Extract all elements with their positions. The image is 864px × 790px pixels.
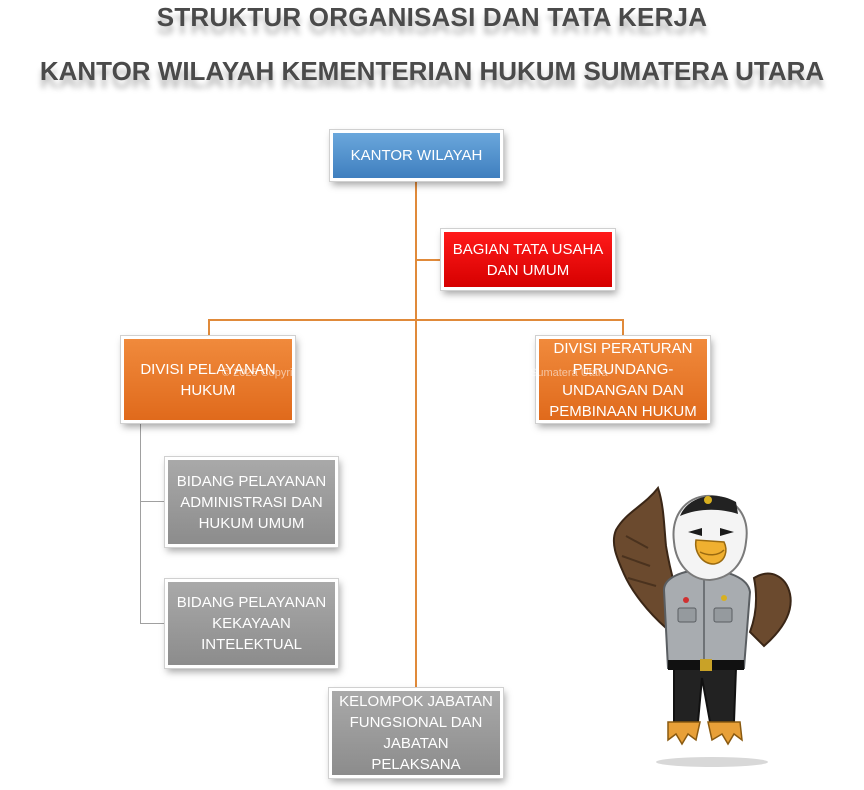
connector-to-bidang-administrasi [140,501,166,502]
box-kantor-wilayah: KANTOR WILAYAH [330,130,503,181]
connector-bidang-vertical [140,423,141,624]
diagram-title: STRUKTUR ORGANISASI DAN TATA KERJA [156,2,708,32]
connector-divisi-horizontal [208,319,624,321]
connector-to-divisi-peraturan [622,319,624,337]
box-bagian-tata-usaha: BAGIAN TATA USAHA DAN UMUM [441,229,615,290]
connector-to-bagian [416,259,442,261]
diagram-subtitle: KANTOR WILAYAH KEMENTERIAN HUKUM SUMATER… [39,56,825,86]
box-divisi-peraturan: DIVISI PERATURAN PERUNDANG-UNDANGAN DAN … [536,336,710,423]
box-bidang-kekayaan: BIDANG PELAYANAN KEKAYAAN INTELEKTUAL [165,579,338,668]
connector-main-vertical [415,180,417,688]
box-kelompok-jabatan: KELOMPOK JABATAN FUNGSIONAL DAN JABATAN … [329,688,503,778]
box-divisi-pelayanan-hukum: DIVISI PELAYANAN HUKUM [121,336,295,423]
connector-to-divisi-pelayanan [208,319,210,337]
connector-to-bidang-kekayaan [140,623,166,624]
box-bidang-administrasi: BIDANG PELAYANAN ADMINISTRASI DAN HUKUM … [165,457,338,547]
eagle-mascot-illustration [612,485,792,767]
